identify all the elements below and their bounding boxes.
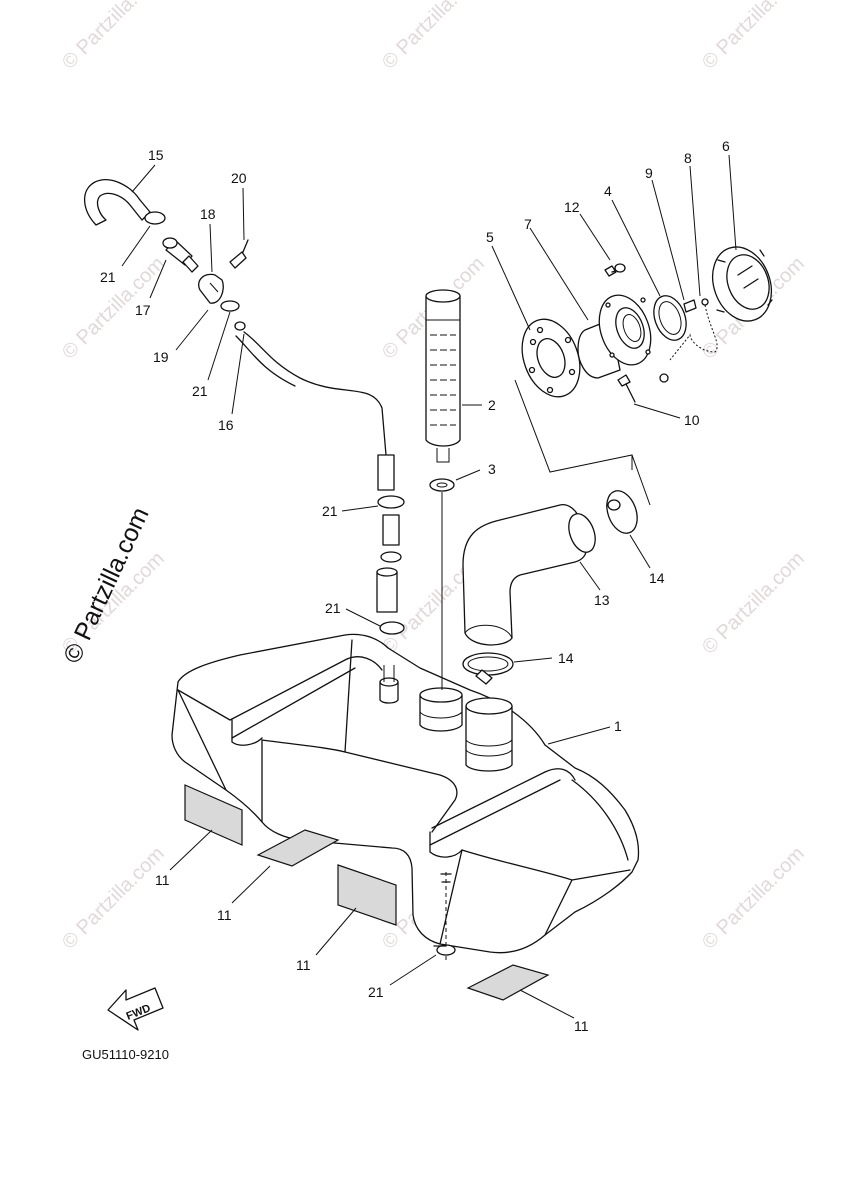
callout-number: 11 — [296, 957, 311, 973]
callout-number: 5 — [486, 229, 494, 245]
callout-number: 19 — [153, 349, 169, 365]
fwd-arrow: FWD — [107, 987, 164, 1031]
callout-number: 11 — [155, 872, 170, 888]
callout-number: 7 — [524, 216, 532, 232]
watermark: © Partzilla.com — [698, 548, 809, 659]
watermark: © Partzilla.com — [698, 843, 809, 954]
callout-number: 12 — [564, 199, 580, 215]
filler-neck-assembly — [521, 246, 773, 403]
watermark: © Partzilla.com — [58, 843, 169, 954]
assembly-guide-line — [514, 379, 651, 506]
callout-number: 14 — [649, 570, 665, 586]
pad — [256, 829, 340, 867]
callout-number: 18 — [200, 206, 216, 222]
callout-number: 10 — [684, 412, 700, 428]
fuel-filter — [425, 289, 461, 690]
diagram-code: GU51110-9210 — [82, 1047, 169, 1062]
callout-numbers: 15 20 18 21 17 19 21 16 2 3 21 21 5 7 12… — [100, 138, 730, 1034]
vent-line — [83, 179, 405, 635]
watermark: © Partzilla.com — [698, 0, 809, 74]
fuel-tank — [171, 633, 640, 960]
callout-number: 16 — [218, 417, 234, 433]
pad — [337, 864, 397, 926]
callout-number: 6 — [722, 138, 730, 154]
watermark: © Partzilla.com — [378, 0, 489, 74]
callout-number: 3 — [488, 461, 496, 477]
callout-number: 21 — [325, 600, 341, 616]
callout-number: 21 — [368, 984, 384, 1000]
callout-number: 2 — [488, 397, 496, 413]
callout-number: 11 — [574, 1018, 589, 1034]
callout-number: 21 — [192, 383, 208, 399]
pad — [466, 964, 550, 1001]
callout-number: 4 — [604, 183, 612, 199]
callout-number: 11 — [217, 907, 232, 923]
callout-number: 14 — [558, 650, 574, 666]
callout-number: 9 — [645, 165, 653, 181]
callout-number: 21 — [100, 269, 116, 285]
bottom-clamp — [433, 944, 456, 956]
watermark: © Partzilla.com — [58, 0, 169, 74]
callout-number: 15 — [148, 147, 164, 163]
tank-pads — [184, 784, 550, 1001]
callout-number: 21 — [322, 503, 338, 519]
filler-hose — [462, 490, 638, 685]
callout-number: 13 — [594, 592, 610, 608]
pad — [184, 784, 243, 846]
callout-number: 17 — [135, 302, 151, 318]
callout-number: 8 — [684, 150, 692, 166]
callout-number: 20 — [231, 170, 247, 186]
leader-lines — [121, 154, 737, 1019]
callout-number: 1 — [614, 718, 622, 734]
